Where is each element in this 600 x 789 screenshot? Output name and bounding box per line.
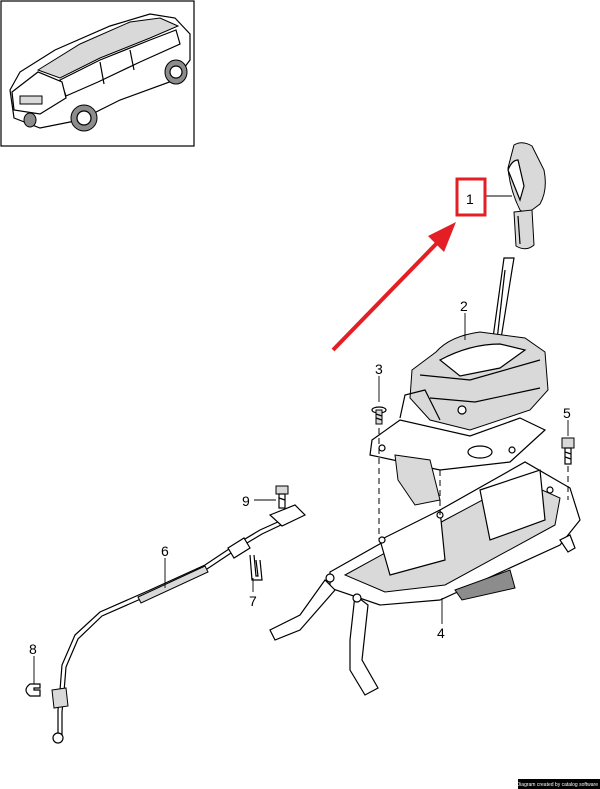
- callout-9[interactable]: 9: [242, 493, 250, 509]
- callout-7[interactable]: 7: [249, 593, 257, 609]
- highlight-arrowhead: [428, 222, 456, 252]
- part-4-mounting-bracket[interactable]: [269, 461, 581, 696]
- callout-4[interactable]: 4: [437, 625, 445, 641]
- vehicle-thumbnail: [0, 0, 195, 147]
- callout-1[interactable]: 1: [466, 191, 474, 207]
- suv-illustration: [9, 13, 191, 132]
- highlight-arrow-shaft: [331, 238, 442, 352]
- part-3-screw[interactable]: [371, 406, 387, 425]
- highlight-annotation: [331, 177, 487, 352]
- part-1-gear-knob[interactable]: [507, 142, 546, 250]
- leader-lines: [33, 195, 569, 684]
- part-5-screw[interactable]: [561, 437, 575, 465]
- callout-5[interactable]: 5: [563, 405, 571, 421]
- callout-8[interactable]: 8: [29, 641, 37, 657]
- callout-6[interactable]: 6: [161, 543, 169, 559]
- part-7-clip[interactable]: [249, 554, 263, 581]
- footer-bar: Diagram created by catalog software: [516, 779, 600, 789]
- part-6-shift-cable[interactable]: [51, 504, 307, 744]
- alignment-lines: [378, 428, 569, 540]
- part-2-selector-housing[interactable]: [369, 257, 549, 506]
- part-9-bolt[interactable]: [275, 485, 289, 509]
- highlight-box: [455, 177, 487, 217]
- footer-text: Diagram created by catalog software: [516, 782, 598, 788]
- part-8-circlip[interactable]: [25, 683, 41, 697]
- callout-2[interactable]: 2: [460, 298, 468, 314]
- callout-3[interactable]: 3: [375, 361, 383, 377]
